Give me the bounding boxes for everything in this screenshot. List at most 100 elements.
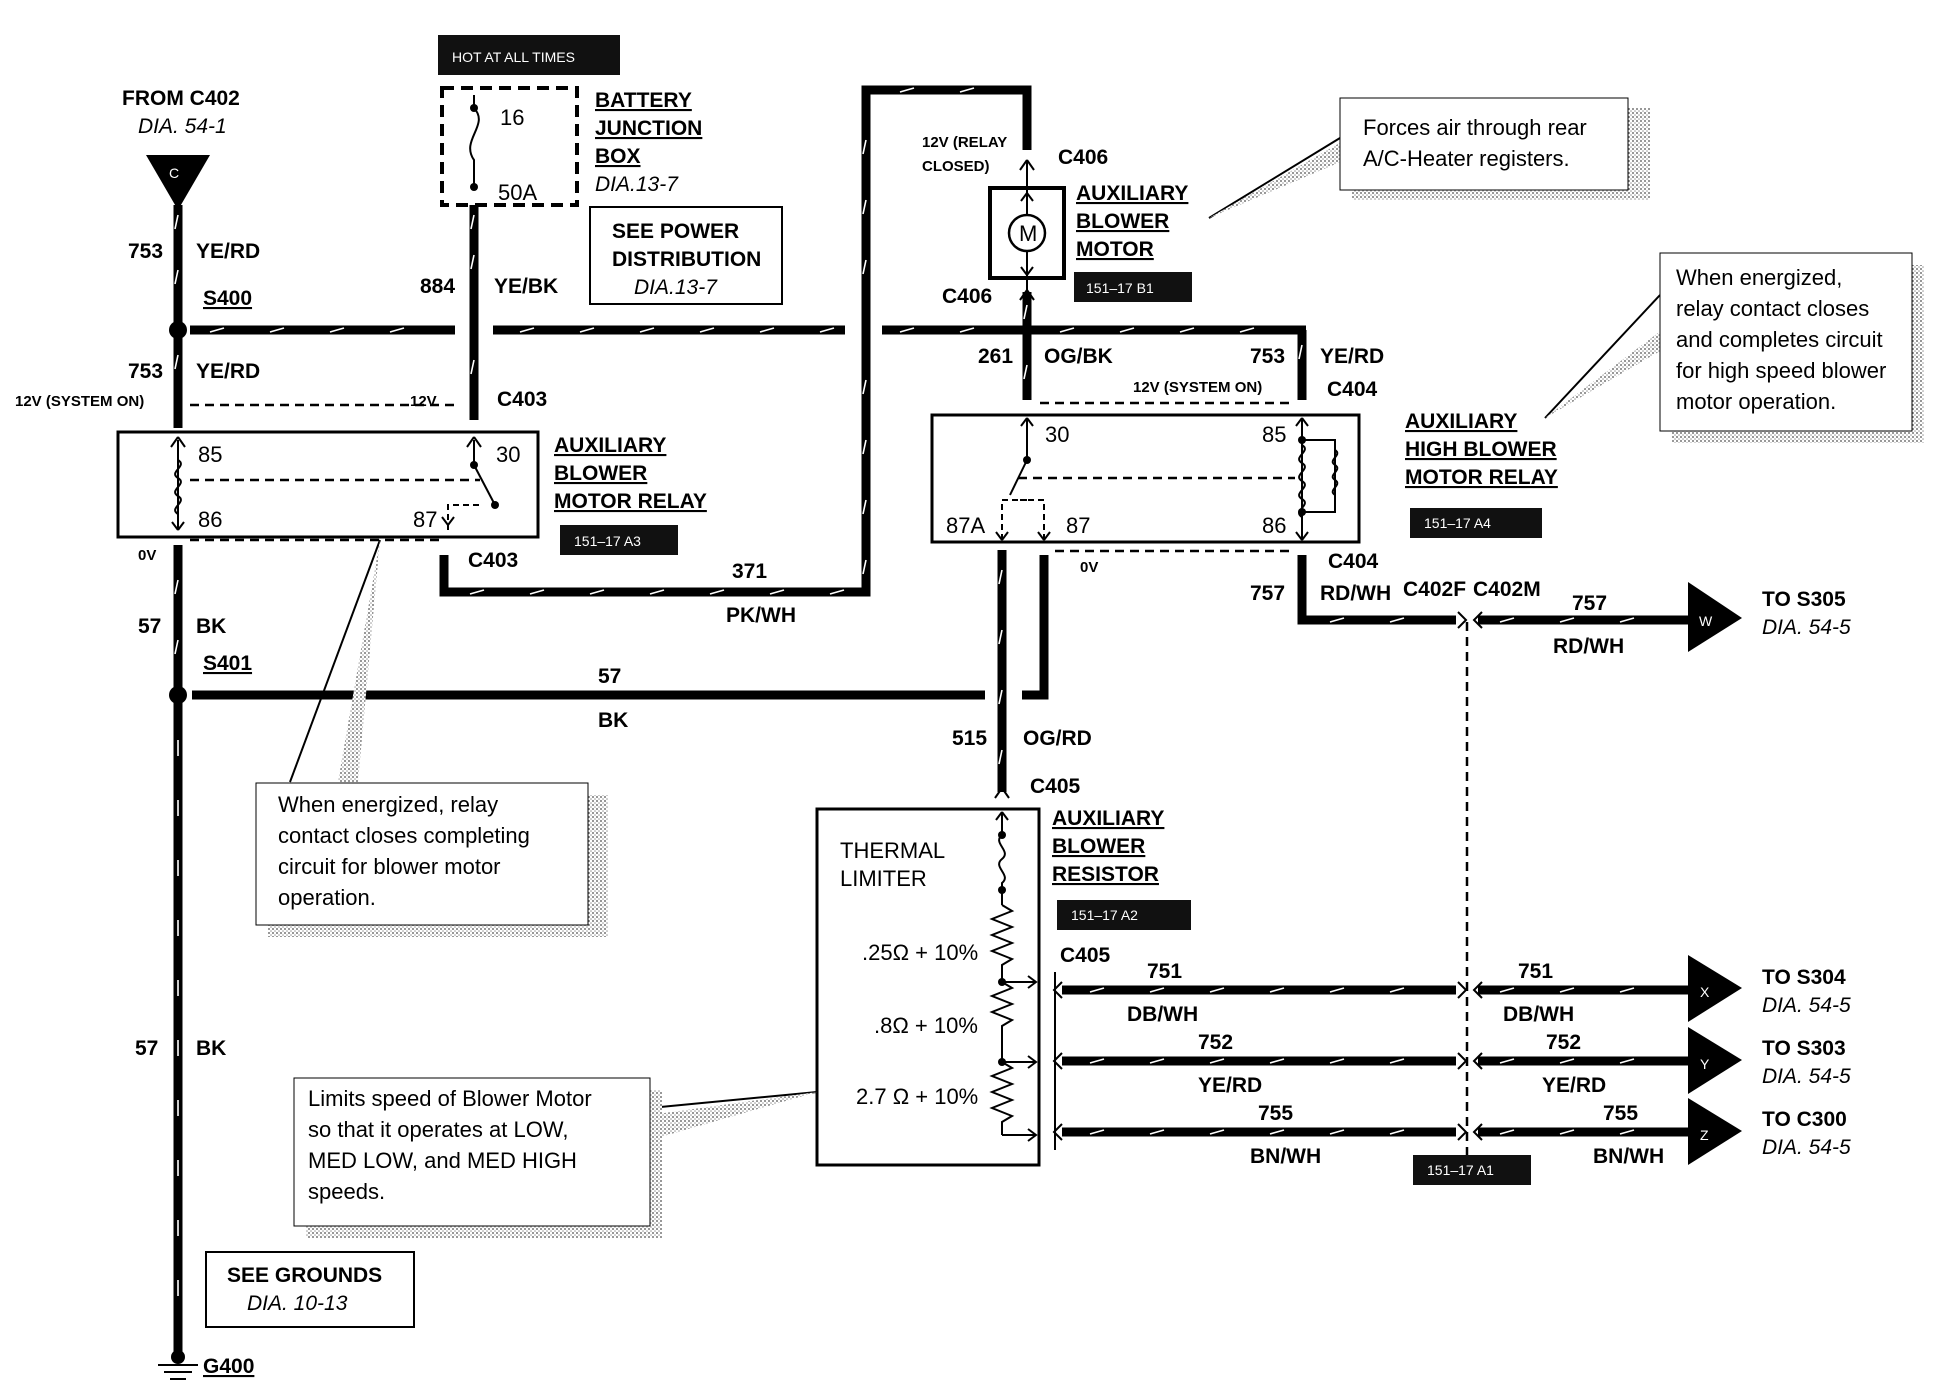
see-grounds-box xyxy=(205,1251,415,1328)
splice-s401-label: S401 xyxy=(203,652,252,675)
connector-x-icon xyxy=(1688,955,1742,1022)
wire-ogbk-label: OG/BK xyxy=(1044,345,1113,368)
callout-limits-line-4: speeds. xyxy=(308,1179,385,1204)
callout-relay-line-2: contact closes completing xyxy=(278,823,530,848)
ref-b1-badge xyxy=(1074,272,1192,302)
system-on-label-b: 12V (SYSTEM ON) xyxy=(1133,379,1262,396)
aux-relay-label-3: MOTOR RELAY xyxy=(554,490,707,513)
resistor-08-label: .8Ω + 10% xyxy=(874,1013,978,1038)
ref-a1-text: 151–17 A1 xyxy=(1427,1162,1494,1178)
pin-86-b: 86 xyxy=(1262,513,1286,538)
relay-coil-b-icon xyxy=(1298,444,1306,518)
resistor-025-label: .25Ω + 10% xyxy=(862,940,978,965)
fuse-amperage: 50A xyxy=(498,180,537,205)
ref-b1-text: 151–17 B1 xyxy=(1086,280,1154,296)
pin-30-a: 30 xyxy=(496,442,520,467)
resistor-27-icon xyxy=(989,1061,1015,1135)
wire-ogrd-label: OG/RD xyxy=(1023,727,1092,750)
resistor-label-1: AUXILIARY xyxy=(1052,807,1164,830)
resistor-08-icon xyxy=(989,981,1015,1062)
wire-bnwh-label-b: BN/WH xyxy=(1593,1145,1664,1168)
connector-c406-label-b: C406 xyxy=(942,285,992,308)
to-s303-dia: DIA. 54-5 xyxy=(1762,1065,1851,1088)
relay-switch-a-icon xyxy=(473,464,496,506)
wire-57-label-b: 57 xyxy=(598,665,621,688)
wires xyxy=(173,85,1688,1355)
relay-closed-label-2: CLOSED) xyxy=(922,158,990,175)
ref-a3-text: 151–17 A3 xyxy=(574,533,641,549)
battery-junction-label-1: BATTERY xyxy=(595,89,692,112)
wire-753-label-a: 753 xyxy=(128,240,163,263)
callout-relay-line-1: When energized, relay xyxy=(278,792,498,817)
connector-c406-label-a: C406 xyxy=(1058,146,1108,169)
system-on-label-a: 12V (SYSTEM ON) xyxy=(15,393,144,410)
ground-icon xyxy=(158,1350,198,1380)
connector-c403-label-a: C403 xyxy=(497,388,547,411)
to-s305-dia: DIA. 54-5 xyxy=(1762,616,1851,639)
callout-relay-line-4: operation. xyxy=(278,885,376,910)
callout-forces-line-1: Forces air through rear xyxy=(1363,115,1587,140)
wire-757-label-b: 757 xyxy=(1572,592,1607,615)
wire-yerd-label-c: YE/RD xyxy=(1320,345,1384,368)
wire-757-label-a: 757 xyxy=(1250,582,1285,605)
callout-high-line-5: motor operation. xyxy=(1676,389,1836,414)
wire-515-label: 515 xyxy=(952,727,987,750)
resistor-025-icon xyxy=(989,904,1015,982)
connector-y-letter: Y xyxy=(1700,1056,1710,1072)
wire-yerd-label-d: YE/RD xyxy=(1198,1074,1262,1097)
connector-c404-label-a: C404 xyxy=(1327,378,1378,401)
callout-high-line-3: and completes circuit xyxy=(1676,327,1883,352)
wire-yerd-label-b: YE/RD xyxy=(196,360,260,383)
connector-c-letter: C xyxy=(169,165,179,181)
connector-c405-label-b: C405 xyxy=(1060,944,1111,967)
ref-a1-badge xyxy=(1413,1155,1531,1185)
high-relay-label-1: AUXILIARY xyxy=(1405,410,1517,433)
wire-753-label-c: 753 xyxy=(1250,345,1285,368)
c402-markers xyxy=(1457,611,1483,1141)
callout-high-relay: When energized, relay contact closes and… xyxy=(1544,252,1924,443)
splice-s400-label: S400 xyxy=(203,287,252,310)
callout-relay: When energized, relay contact closes com… xyxy=(255,539,608,937)
battery-junction-label-2: JUNCTION xyxy=(595,117,702,140)
from-c402-label: FROM C402 xyxy=(122,87,240,110)
zero-volt-label-a: 0V xyxy=(138,547,156,564)
wire-dbwh-label-b: DB/WH xyxy=(1503,1003,1574,1026)
high-relay-label-3: MOTOR RELAY xyxy=(1405,466,1558,489)
see-power-label-1: SEE POWER xyxy=(612,220,739,243)
wire-884-label: 884 xyxy=(420,275,455,298)
to-c300-dia: DIA. 54-5 xyxy=(1762,1136,1851,1159)
pin-87a-b: 87A xyxy=(946,513,985,538)
aux-motor-label-3: MOTOR xyxy=(1076,238,1154,261)
wire-57-label-a: 57 xyxy=(138,615,161,638)
wire-rdwh-label-b: RD/WH xyxy=(1553,635,1624,658)
wire-751-label-b: 751 xyxy=(1518,960,1553,983)
aux-motor-label-1: AUXILIARY xyxy=(1076,182,1188,205)
callout-limits-line-2: so that it operates at LOW, xyxy=(308,1117,568,1142)
connector-c402m-label: C402M xyxy=(1473,578,1541,601)
callout-relay-line-3: circuit for blower motor xyxy=(278,854,501,879)
connector-c403-label-b: C403 xyxy=(468,549,518,572)
wire-753-label-b: 753 xyxy=(128,360,163,383)
connector-w-letter: W xyxy=(1699,613,1713,629)
connector-c-icon xyxy=(146,155,210,210)
to-s304-dia: DIA. 54-5 xyxy=(1762,994,1851,1017)
aux-blower-motor-relay-box xyxy=(116,430,540,539)
wire-yerd-label-a: YE/RD xyxy=(196,240,260,263)
callout-high-line-4: for high speed blower xyxy=(1676,358,1886,383)
aux-blower-resistor-box xyxy=(815,807,1041,1167)
see-power-label-2: DISTRIBUTION xyxy=(612,248,761,271)
connector-z-letter: Z xyxy=(1700,1127,1709,1143)
callout-high-line-1: When energized, xyxy=(1676,265,1842,290)
pin-87-b: 87 xyxy=(1066,513,1090,538)
splice-s401 xyxy=(169,686,187,704)
connector-y-icon xyxy=(1688,1027,1742,1094)
connector-x-letter: X xyxy=(1700,984,1710,1000)
callout-high-line-2: relay contact closes xyxy=(1676,296,1869,321)
wire-57-label-c: 57 xyxy=(135,1037,158,1060)
hot-at-all-times-text: HOT AT ALL TIMES xyxy=(452,49,575,65)
see-power-dia: DIA.13-7 xyxy=(634,276,718,299)
motor-letter: M xyxy=(1019,221,1037,246)
aux-motor-label-2: BLOWER xyxy=(1076,210,1169,233)
relay-coil-a-icon xyxy=(174,459,182,515)
from-c402-dia: DIA. 54-1 xyxy=(138,115,227,138)
